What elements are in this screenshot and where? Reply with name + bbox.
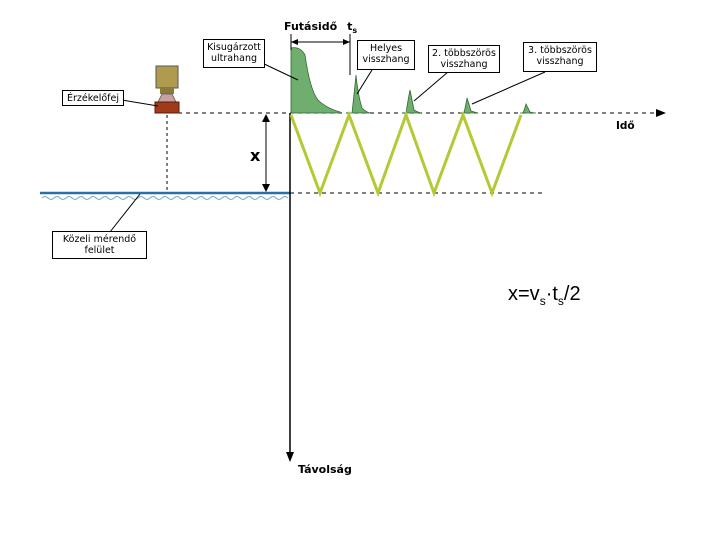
echo-2-callout: 2. többszörös visszhang [428,45,500,73]
transit-time-arrowhead-left [291,39,298,45]
distance-x-label: x [250,146,261,165]
formula-sub-2: s [557,294,564,308]
sensor-head-callout: Érzékelőfej [62,90,124,106]
echo-2-pulse [402,89,422,114]
transit-time-arrowhead-right [343,39,350,45]
echo-zigzag-path [289,110,523,198]
distance-x-arrowhead-top [262,114,270,122]
formula: x=vs·ts/2 [508,283,581,308]
emitted-pulse [290,47,341,114]
echo-3-callout: 3. többszörös visszhang [523,42,597,72]
sensor-head-leader [121,99,159,107]
echo-2-leader [413,71,449,102]
ts-main: t [347,20,353,33]
emitted-leader [259,61,299,81]
near-surface-callout: Közeli mérendő felület [52,231,147,259]
sensor-head-icon [154,65,180,114]
emitted-ultrasound-callout: Kisugárzott ultrahang [203,39,265,68]
formula-div: /2 [563,283,581,305]
correct-echo-leader [356,69,373,95]
formula-t: ·t [545,283,558,305]
time-axis-label: Idő [616,120,635,132]
distance-axis-label: Távolság [298,463,352,476]
echo-3-pulse [460,97,479,114]
transit-time-label: Futásidő ts [284,20,357,35]
correct-echo-callout: Helyes visszhang [357,40,415,70]
echo-3-leader [471,71,546,105]
time-axis-arrow [656,109,666,117]
ts-symbol: ts [347,20,358,36]
correct-echo-pulse [346,74,371,114]
formula-x: x=v [508,283,540,305]
formula-sub-1: s [539,294,546,308]
near-surface-leader [109,193,141,233]
ts-sub: s [352,26,358,36]
distance-axis-arrow [286,452,294,462]
surface-wave-pattern [41,196,289,200]
transit-time-text: Futásidő [284,20,338,33]
distance-x-arrowhead-bottom [262,184,270,192]
echo-4-pulse [520,102,537,114]
